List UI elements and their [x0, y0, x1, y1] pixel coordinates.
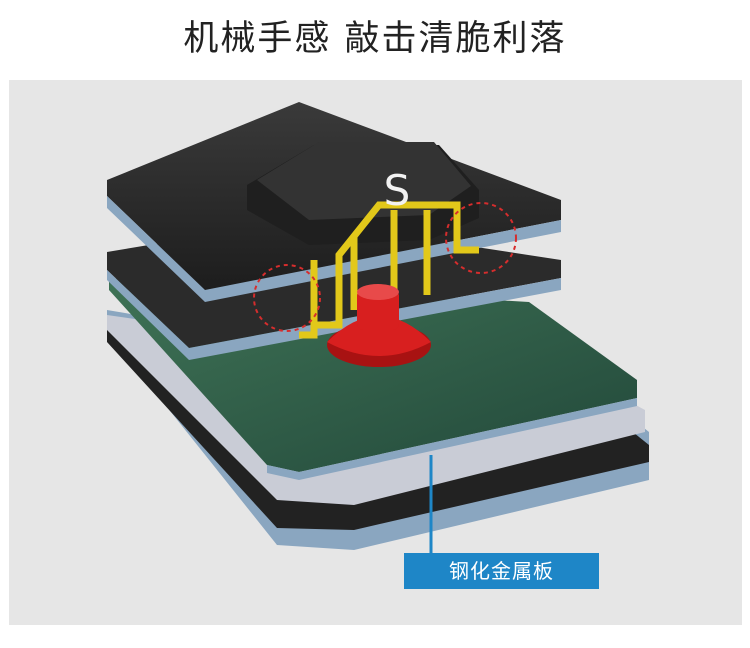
highlight-circle-left: [253, 264, 321, 332]
page-title: 机械手感 敲击清脆利落: [183, 19, 567, 59]
switch-stem: [299, 201, 479, 339]
keyboard-switch-illustration: S: [107, 102, 649, 555]
callout-label: 钢化金属板: [404, 553, 599, 589]
switch-dome: [327, 284, 431, 367]
keycap: [247, 142, 479, 245]
key-legend: S: [384, 166, 411, 215]
highlight-circle-right: [445, 202, 517, 274]
